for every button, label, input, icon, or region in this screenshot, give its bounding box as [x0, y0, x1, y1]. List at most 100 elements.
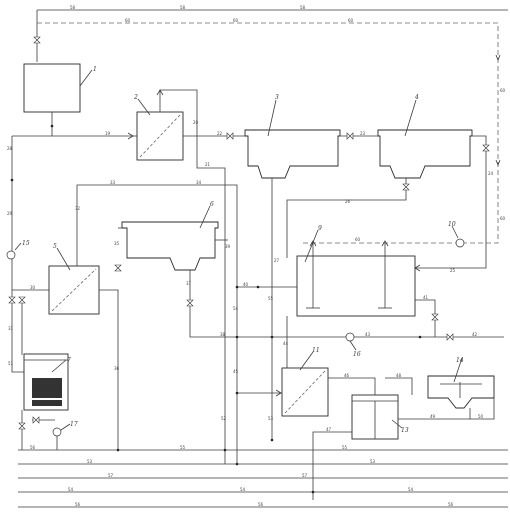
unit-label: 2 — [133, 94, 138, 101]
unit-label: 9 — [318, 225, 322, 232]
valve — [114, 264, 122, 272]
pump-16: 16 — [345, 332, 361, 358]
bus-label: 54 — [240, 487, 246, 492]
valve — [226, 132, 234, 140]
pipe-label: 58 — [70, 5, 76, 10]
valve — [33, 36, 41, 44]
pipe-label: 45 — [233, 369, 239, 374]
valve — [402, 183, 410, 191]
unit-9-reactor: 9 — [296, 225, 416, 317]
pipe-label: 26 — [345, 199, 351, 204]
pipe-label: 30 — [30, 285, 36, 290]
pipe-label: 60 — [233, 18, 239, 23]
unit-4-settler: 4 — [377, 94, 473, 179]
valve — [18, 422, 26, 430]
unit-7-filter: 7 — [23, 353, 71, 411]
valve — [446, 333, 454, 341]
pipe-label: 33 — [110, 180, 116, 185]
pipe-label: 22 — [217, 131, 223, 136]
valve — [32, 416, 40, 424]
pipe-label: 29 — [7, 211, 13, 216]
pipe-label: 24 — [488, 171, 494, 176]
bus-label: 53 — [87, 459, 93, 464]
unit-label: 6 — [210, 201, 214, 208]
pipe-label: 43 — [365, 332, 371, 337]
pipe-label: 55 — [268, 296, 274, 301]
unit-3-settler: 3 — [244, 94, 341, 179]
valve — [431, 313, 439, 321]
pipe-label: 51 — [8, 361, 14, 366]
pipe-label: 54 — [233, 306, 239, 311]
bus-label: 56 — [448, 502, 454, 507]
pump-15: 15 — [6, 240, 30, 260]
pipe-label: 40 — [243, 282, 249, 287]
pipe-label: 28 — [7, 146, 13, 151]
pipe-label: 60 — [500, 216, 506, 221]
valve — [186, 299, 194, 307]
unit-2-membrane: 2 — [133, 94, 184, 161]
valve — [346, 132, 354, 140]
unit-label: 14 — [456, 357, 464, 364]
pipe-label: 53 — [268, 416, 274, 421]
pipe-label: 49 — [430, 414, 436, 419]
pipe-label: 36 — [114, 366, 120, 371]
unit-5-membrane: 5 — [48, 243, 100, 315]
pipe-label: 52 — [221, 416, 227, 421]
unit-label: 3 — [275, 94, 279, 101]
unit-label: 13 — [401, 427, 409, 434]
pump-label: 17 — [70, 421, 78, 428]
pipe-label: 50 — [478, 414, 484, 419]
pump-label: 15 — [22, 240, 30, 247]
pipe-label: 58 — [180, 5, 186, 10]
pipe-label: 41 — [423, 295, 429, 300]
bus-label: 57 — [302, 473, 308, 478]
pipe-label: 27 — [274, 258, 280, 263]
bus-label: 56 — [75, 502, 81, 507]
bus-label: 55 — [180, 445, 186, 450]
pipe-label: 60 — [500, 88, 506, 93]
unit-1-tank: 1 — [23, 63, 97, 113]
pump-label: 10 — [448, 221, 456, 228]
pipe-label: 58 — [300, 5, 306, 10]
valve — [482, 144, 490, 152]
pipe-label: 21 — [205, 162, 211, 167]
pipe-label: 39 — [225, 244, 231, 249]
pipe-label: 60 — [348, 18, 354, 23]
unit-label: 1 — [93, 66, 97, 73]
pipe-label: 60 — [355, 237, 361, 242]
pipe-label: 38 — [220, 332, 226, 337]
pipe-label: 37 — [186, 281, 192, 286]
pipe-label: 31 — [8, 326, 14, 331]
valve — [8, 296, 16, 304]
pipe-label: 25 — [450, 268, 456, 273]
pipe-label: 42 — [472, 332, 478, 337]
unit-6-settler: 6 — [121, 201, 219, 271]
pipe-label: 48 — [396, 373, 402, 378]
unit-11-membrane: 11 — [281, 347, 329, 417]
unit-label: 11 — [312, 347, 320, 354]
unit-label: 7 — [67, 357, 71, 364]
bus-label: 57 — [108, 473, 114, 478]
pump-10: 10 — [448, 221, 465, 248]
unit-label: 5 — [53, 243, 57, 250]
pipe-label: 47 — [326, 427, 332, 432]
pipe-label: 20 — [193, 120, 199, 125]
pipe-label: 44 — [283, 341, 289, 346]
pipe-label: 23 — [360, 131, 366, 136]
bus-label: 54 — [68, 487, 74, 492]
pipe-label: 32 — [75, 206, 81, 211]
pipe-label: 35 — [114, 241, 120, 246]
bus-label: 53 — [370, 459, 376, 464]
unit-13-tank: 13 — [351, 394, 409, 440]
dashed-return-line: 60 60 60 60 60 60 — [37, 18, 506, 244]
bus-label: 54 — [408, 487, 414, 492]
unit-14-clarifier: 14 — [427, 357, 495, 409]
unit-label: 4 — [414, 94, 419, 101]
pipe-label: 46 — [344, 373, 350, 378]
pipe-label: 60 — [125, 18, 131, 23]
pipe-label: 19 — [105, 131, 111, 136]
pipe-label: 56 — [30, 445, 36, 450]
pipe-label: 34 — [196, 180, 202, 185]
top-feed-line: 58 58 58 — [36, 5, 508, 62]
